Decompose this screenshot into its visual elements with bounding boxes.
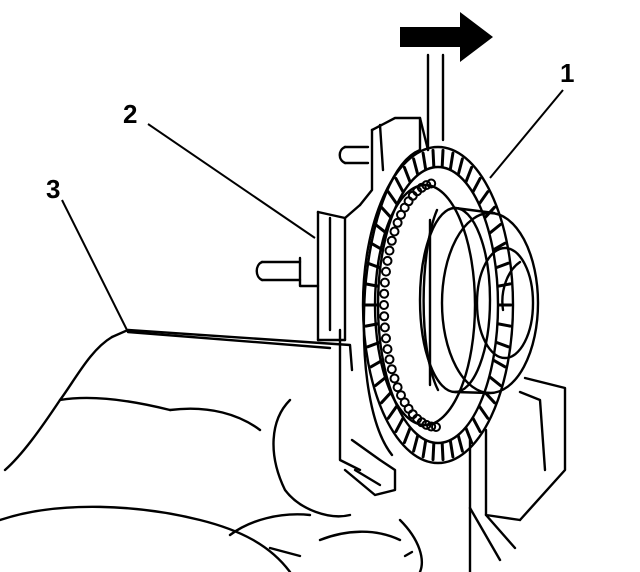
- tone-wheel-tooth: [492, 241, 507, 252]
- tone-wheel-tooth: [496, 322, 512, 328]
- tone-wheel-inner-tooth: [379, 288, 390, 299]
- tone-wheel-tooth: [386, 190, 398, 205]
- puller-rod: [418, 53, 445, 152]
- tone-wheel-inner-tooth: [421, 180, 432, 191]
- tone-wheel-inner-tooth: [392, 382, 403, 393]
- tone-wheel-inner-tooth: [379, 300, 389, 310]
- mounting-bracket: [255, 116, 422, 497]
- tone-wheel-tooth: [492, 358, 507, 369]
- tone-wheel-tooth: [402, 165, 412, 184]
- tone-wheel-inner-tooth: [384, 354, 395, 365]
- tone-wheel-inner-tooth: [379, 277, 390, 288]
- tone-wheel-tooth: [440, 148, 445, 168]
- tone-wheel-tooth: [448, 151, 455, 171]
- tone-wheel-tooth: [440, 442, 445, 462]
- callout-label-2: 2: [123, 99, 138, 129]
- tone-wheel-inner-tooth: [396, 390, 406, 401]
- direction-arrow-icon: [400, 12, 493, 62]
- tone-wheel-inner-tooth: [426, 421, 437, 432]
- tone-wheel-tooth: [448, 439, 455, 459]
- tone-wheel-inner-tooth: [379, 322, 390, 333]
- leader-lines: [61, 89, 564, 333]
- tone-wheel-tooth: [366, 261, 381, 269]
- background-assembly: [0, 328, 567, 572]
- tone-wheel-tooth: [394, 417, 405, 434]
- tone-wheel-tooth: [366, 341, 381, 349]
- tone-wheel-tooth: [495, 341, 510, 349]
- tone-wheel-tooth: [364, 322, 380, 328]
- tone-wheel-tooth: [369, 358, 384, 369]
- tone-wheel-inner-tooth: [381, 266, 391, 277]
- tone-wheel-inner-tooth: [392, 217, 403, 228]
- tone-wheel-tooth: [478, 190, 490, 205]
- tone-wheel-tooth: [412, 157, 420, 176]
- tone-wheel-tooth: [431, 148, 436, 168]
- tone-wheel-tooth: [456, 434, 464, 453]
- tone-wheel-tooth: [379, 391, 393, 405]
- tone-wheel-tooth: [456, 157, 464, 176]
- tone-wheel-tooth: [478, 405, 490, 420]
- hub-bearing: [418, 206, 540, 395]
- tone-wheel-tooth: [421, 439, 428, 459]
- tone-wheel-tooth: [488, 375, 502, 387]
- tone-wheel-tooth: [374, 223, 388, 235]
- tone-wheel-inner-tooth: [389, 226, 400, 237]
- tone-wheel-tooth: [394, 176, 405, 193]
- tone-wheel-tooth: [464, 426, 474, 445]
- tone-wheel-inner-tooth: [426, 178, 437, 189]
- tone-wheel-inner-tooth: [389, 373, 400, 384]
- tone-wheel-tooth: [471, 176, 482, 193]
- tone-wheel-tooth: [488, 223, 502, 235]
- callout-label-1: 1: [560, 58, 575, 88]
- tone-wheel-tooth: [374, 375, 388, 387]
- tone-wheel-inner-tooth: [379, 311, 390, 322]
- tone-wheel-tooth: [421, 151, 428, 171]
- tone-wheel-inner-tooth: [382, 344, 393, 355]
- tone-wheel-tooth: [471, 417, 482, 434]
- leader-line-3: [61, 199, 129, 333]
- tone-wheel-tooth: [464, 165, 474, 184]
- tone-wheel-inner-tooth: [382, 255, 393, 266]
- tone-wheel-tooth: [369, 241, 384, 252]
- tone-wheel-tooth: [402, 426, 412, 445]
- tone-wheel-teeth: [363, 148, 513, 462]
- leader-line-2: [147, 123, 316, 239]
- tone-wheel-inner-tooth: [386, 235, 397, 246]
- tone-wheel-tooth: [379, 205, 393, 219]
- tone-wheel-inner-tooth: [384, 245, 395, 256]
- callout-label-3: 3: [46, 174, 61, 204]
- tone-wheel-tooth: [483, 391, 497, 405]
- tone-wheel-tooth: [412, 434, 420, 453]
- tone-wheel-tooth: [431, 442, 436, 462]
- tone-wheel-tooth: [386, 405, 398, 420]
- tone-wheel-inner-tooth: [431, 422, 441, 432]
- tone-wheel-tooth: [364, 282, 380, 288]
- tone-wheel-inner-tooth: [386, 364, 397, 375]
- tone-wheel-inner-tooth: [381, 333, 391, 344]
- leader-line-1: [489, 89, 564, 179]
- tone-wheel-tooth: [495, 261, 510, 269]
